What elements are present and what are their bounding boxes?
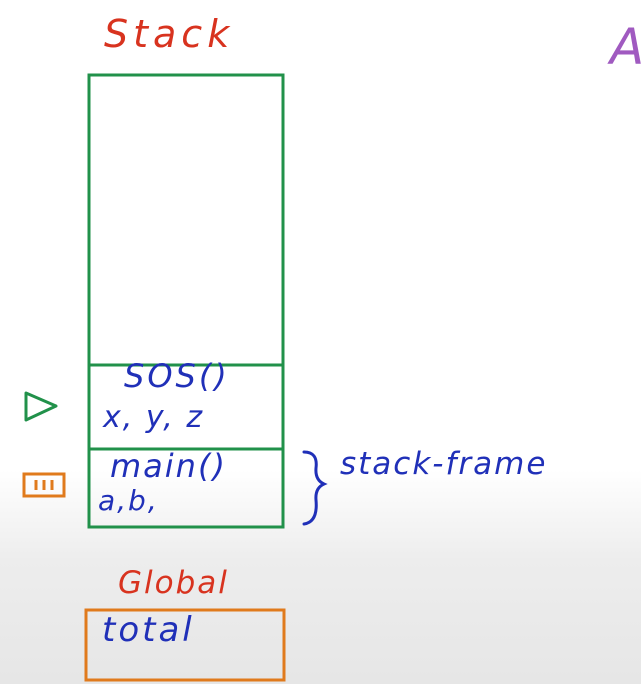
pause-marker-icon <box>22 472 66 498</box>
global-box <box>84 608 286 682</box>
stack-title: Stack <box>104 12 235 56</box>
play-marker-icon <box>24 391 58 422</box>
stack-frame-label: stack-frame <box>340 446 548 482</box>
corner-letter: A <box>610 18 641 76</box>
stack-box <box>87 73 285 529</box>
frame-main-name: main() <box>110 447 227 485</box>
frame-brace <box>302 450 328 526</box>
frame-sos-vars: x, y, z <box>103 400 205 435</box>
global-var: total <box>102 610 195 650</box>
global-title: Global <box>118 565 229 601</box>
frame-sos-name: SOS() <box>124 357 230 395</box>
frame-main-vars: a,b, <box>98 484 159 517</box>
